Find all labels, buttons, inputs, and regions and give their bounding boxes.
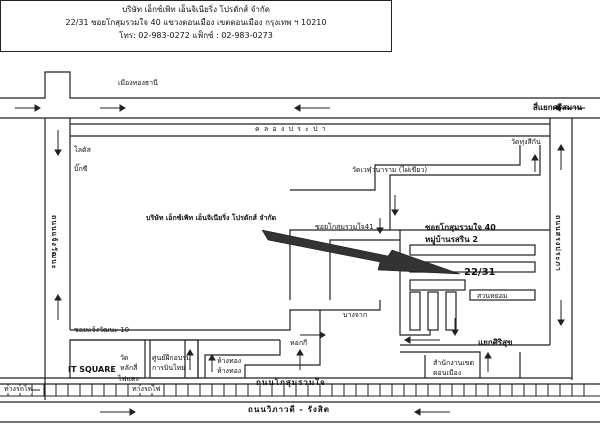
village-block-6 (445, 291, 457, 331)
label-soi10: ซอยแจ้งวัฒนะ 10 (74, 326, 130, 334)
label-soi40: ซอยโกสุมรวมใจ 40 (425, 223, 496, 232)
sirisuk-road-lower (400, 351, 481, 378)
label-wat-phai-khiao: วัดเวฬุวนาราม (ไผ่เขียว) (352, 166, 428, 174)
road-top-upper (0, 71, 600, 99)
hangthong-road (204, 340, 281, 378)
soi10-road (70, 300, 381, 331)
company-contact: โทร: 02-983-0272 แฟ็กซ์ : 02-983-0273 (119, 31, 273, 40)
label-company-marker: บริษัท เอ็กซ์เพิท เอ็นจิเนียริ่ง โปรดักส… (146, 214, 277, 222)
label-park: สวนหย่อม (477, 292, 508, 300)
label-it-square: IT SQUARE (68, 365, 116, 374)
village-block-5 (427, 291, 439, 331)
label-railway-mid: ทางรถไฟ (132, 385, 161, 393)
vibhavadi-road (0, 401, 600, 423)
label-soi41: ซอยโกสุมรวมใจ41 (315, 223, 374, 231)
hokee-road (244, 310, 321, 378)
label-wat-thung: วัดทุ่งสีกัน (511, 138, 541, 146)
label-wat-laksi: วัดหลักสี่ (120, 354, 138, 372)
village-block-1 (409, 244, 536, 256)
label-lotus: โลตัส (74, 146, 91, 154)
mid-road (329, 239, 400, 300)
label-kosum-road: ถนนโกสุมรวมใจ (256, 378, 326, 387)
label-district-office: สำนักงานเขตดอนเมือง (433, 359, 475, 377)
label-traffic-light: ไฟแดง (118, 375, 139, 383)
company-address: 22/31 ซอยโกสุมรวมใจ 40 แขวงดอนเมือง เขตด… (65, 18, 327, 27)
village-park (469, 289, 536, 301)
soi40-road (390, 229, 431, 336)
village-block-4 (409, 291, 421, 331)
label-railway-left: ทางรถไฟ (4, 385, 33, 393)
label-target-address: 22/31 (464, 267, 496, 278)
label-sriphanwa-junction: สี่แยกศรีสมาน (533, 103, 583, 112)
label-hokee: หอกกี (290, 339, 308, 347)
upper-branch (290, 145, 521, 191)
label-bangchak: บางจาก (343, 311, 368, 319)
company-name: บริษัท เอ็กซ์เพิท เอ็นจิเนียริ่ง โปรดักส… (122, 5, 270, 14)
label-village: หมู่บ้านรสริน 2 (425, 235, 478, 244)
company-header-box: บริษัท เอ็กซ์เพิท เอ็นจิเนียริ่ง โปรดักส… (0, 0, 392, 52)
village-block-3 (409, 279, 466, 291)
label-airport-school: ศูนย์ฝึกอบรมการบินไทย (152, 354, 191, 372)
label-canal: ค ล อ ง ป ร ะ ป า (255, 125, 327, 133)
label-hangthong-1: ห้างทอง (217, 357, 242, 365)
company-pointer-arrow (261, 229, 461, 275)
label-chaeng-watthana-road: ถนนแจ้งวัฒนะ (50, 215, 58, 270)
label-vibhavadi-road: ถนนวิภาวดี - รังสิต (248, 405, 330, 414)
label-hangthong-2: ห้างทอง (217, 367, 242, 375)
box-it-square (69, 339, 146, 379)
label-mueang-thong: เมืองทองธานี (118, 79, 158, 87)
label-big-c: บิ๊กซี (74, 165, 88, 173)
label-songprapa-road: ถนนสรงประภา (554, 215, 562, 272)
label-sirisuk-junction: แยกศิริสุข (478, 338, 513, 347)
